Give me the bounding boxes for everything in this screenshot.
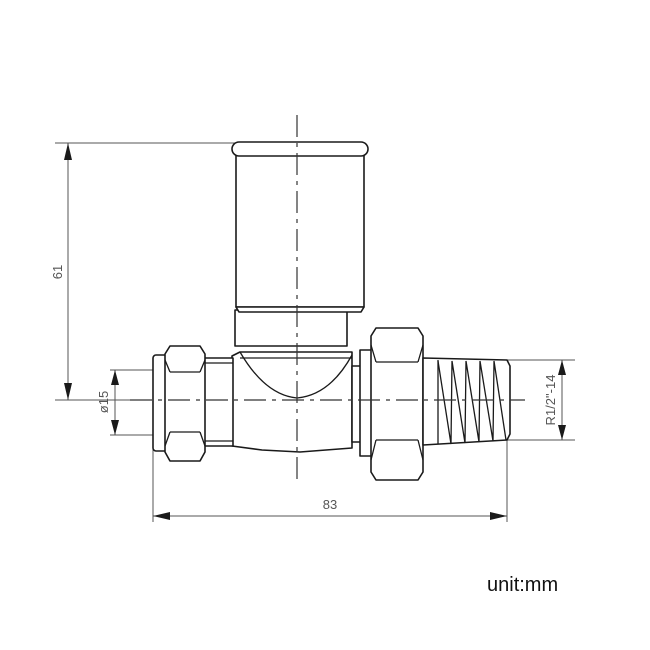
unit-label: unit:mm (487, 574, 559, 596)
left-compression-nut (152, 345, 206, 462)
length-dimension-label: 83 (323, 497, 337, 512)
height-dimension-label: 61 (50, 265, 65, 279)
valve-body (202, 351, 353, 453)
valve-head (231, 141, 369, 347)
diameter-dimension-label: ø15 (96, 391, 111, 413)
diameter-dimension: ø15 (96, 370, 119, 435)
center-lines (130, 115, 525, 485)
threaded-tail (422, 357, 511, 446)
length-dimension: 83 (153, 497, 507, 520)
right-union-nut (351, 327, 424, 481)
height-dimension: 61 (50, 143, 72, 400)
thread-dimension: R1/2"-14 (543, 360, 566, 440)
thread-dimension-label: R1/2"-14 (543, 375, 558, 426)
